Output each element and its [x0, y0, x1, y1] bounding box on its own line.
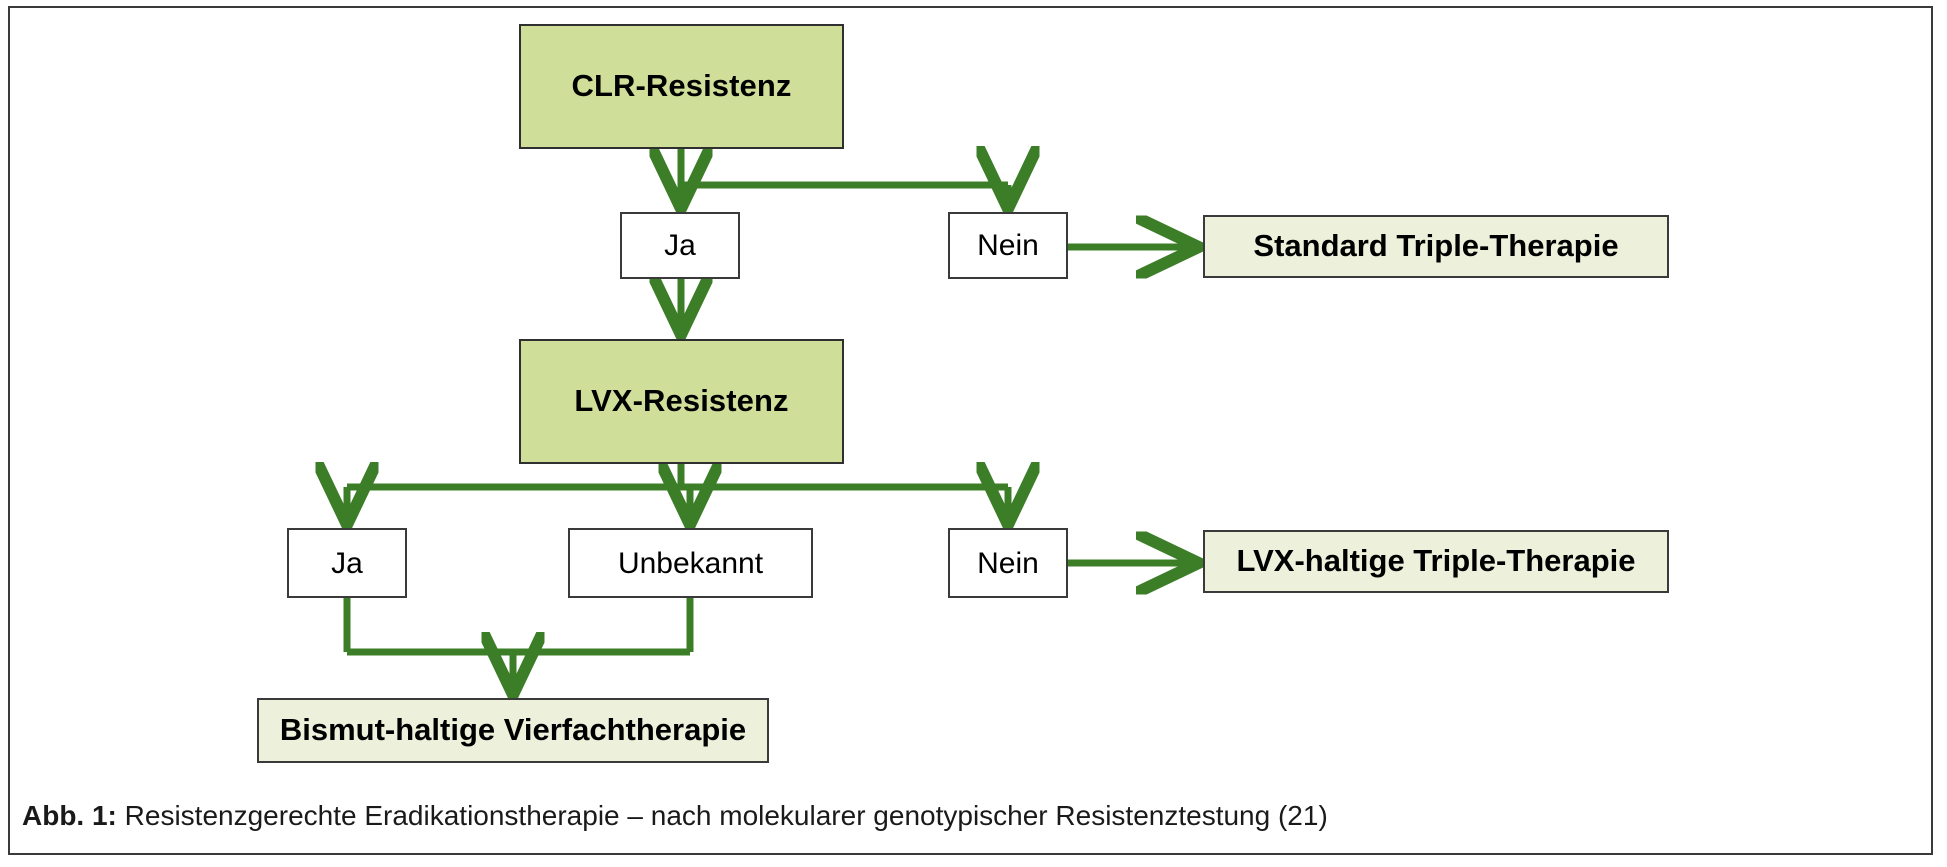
node-label: Ja: [331, 546, 363, 580]
flowchart-diagram: CLR-Resistenz Ja Nein Standard Triple-Th…: [0, 0, 1947, 790]
node-standard-triple-therapie[interactable]: Standard Triple-Therapie: [1203, 215, 1669, 278]
node-label: Bismut-haltige Vierfachtherapie: [279, 712, 747, 748]
node-label: LVX-haltige Triple-Therapie: [1236, 543, 1636, 579]
node-label: LVX-Resistenz: [574, 383, 789, 419]
node-lvx-answer-unbekannt[interactable]: Unbekannt: [568, 528, 813, 598]
node-label: Nein: [977, 229, 1039, 262]
flowchart-connectors: [0, 0, 1947, 790]
node-bismut-haltige-vierfachtherapie[interactable]: Bismut-haltige Vierfachtherapie: [257, 698, 769, 763]
figure-caption: Abb. 1: Resistenzgerechte Eradikationsth…: [22, 800, 1912, 832]
node-lvx-answer-ja[interactable]: Ja: [287, 528, 407, 598]
node-clr-answer-ja[interactable]: Ja: [620, 212, 740, 279]
node-lvx-answer-nein[interactable]: Nein: [948, 528, 1068, 598]
node-label: Unbekannt: [617, 546, 764, 580]
node-label: Standard Triple-Therapie: [1253, 228, 1619, 264]
node-label: CLR-Resistenz: [571, 68, 792, 104]
node-lvx-resistenz[interactable]: LVX-Resistenz: [519, 339, 844, 464]
node-lvx-haltige-triple-therapie[interactable]: LVX-haltige Triple-Therapie: [1203, 530, 1669, 593]
node-label: Ja: [664, 229, 696, 262]
node-clr-resistenz[interactable]: CLR-Resistenz: [519, 24, 844, 149]
figure-caption-text: Resistenzgerechte Eradikationstherapie –…: [116, 800, 1328, 831]
node-label: Nein: [977, 546, 1039, 580]
node-clr-answer-nein[interactable]: Nein: [948, 212, 1068, 279]
figure-caption-label: Abb. 1:: [22, 800, 117, 831]
